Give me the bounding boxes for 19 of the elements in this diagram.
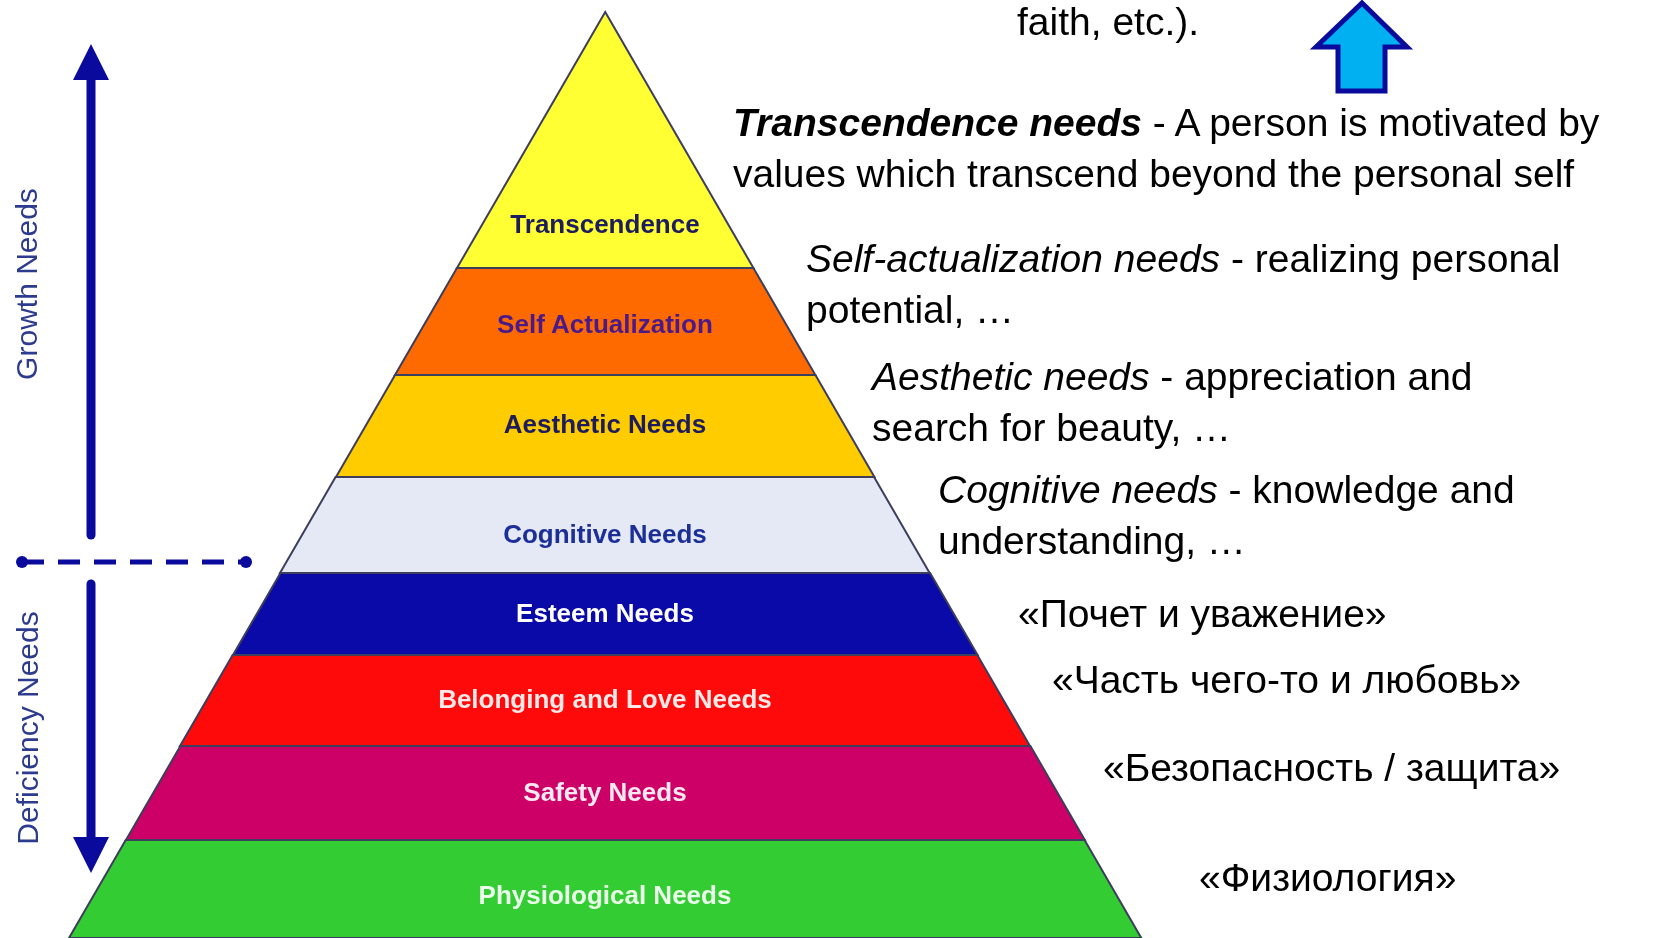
- level-label: Safety Needs: [523, 777, 687, 808]
- continued-text: faith, etc.).: [1017, 0, 1201, 45]
- description-text: Aesthetic needs - appreciation and search for beauty, …: [872, 354, 1474, 451]
- level-label: Esteem Needs: [516, 598, 694, 629]
- level-label: Self Actualization: [497, 309, 713, 340]
- axis-label: Deficiency Needs: [10, 611, 45, 845]
- description-text: Transcendence needs - A person is motivated by values which transcend beyond the personal self: [733, 100, 1601, 197]
- translation-text: «Часть чего-то и любовь»: [1052, 657, 1523, 703]
- axis-label: Growth Needs: [9, 188, 44, 380]
- level-label: Cognitive Needs: [503, 519, 707, 550]
- description-text: Cognitive needs - knowledge and understanding, …: [938, 467, 1516, 564]
- translation-text: «Безопасность / защита»: [1103, 745, 1562, 791]
- level-label: Physiological Needs: [478, 880, 732, 911]
- level-label: Belonging and Love Needs: [438, 684, 772, 715]
- level-label: Aesthetic Needs: [503, 409, 707, 440]
- translation-text: «Физиология»: [1199, 855, 1458, 901]
- description-text: Self-actualization needs - realizing personal potential, …: [806, 236, 1562, 333]
- translation-text: «Почет и уважение»: [1018, 591, 1388, 637]
- level-label: Transcendence: [510, 209, 700, 240]
